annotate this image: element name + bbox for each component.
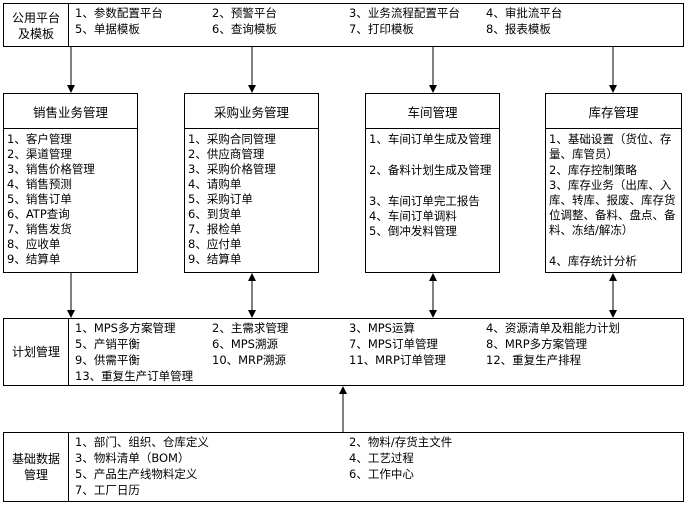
workshop-module-box: 车间管理 1、车间订单生成及管理 2、备料计划生成及管理 3、车间订单完工报告 …: [365, 93, 500, 273]
workshop-module-title: 车间管理: [407, 105, 458, 120]
basic-data-box: 基础数据 管理 1、部门、组织、仓库定义 2、物料/存货主文件 3、物料清单（B…: [3, 432, 684, 502]
planning-item: 8、MRP多方案管理: [486, 337, 588, 351]
basic-data-item: 1、部门、组织、仓库定义: [75, 435, 209, 449]
sales-item: 8、应收单: [7, 237, 61, 251]
purchase-item: 5、采购订单: [188, 192, 253, 206]
basic-data-item: 6、工作中心: [349, 467, 414, 481]
basic-data-divider: [68, 433, 69, 501]
sales-item: 9、结算单: [7, 252, 61, 266]
sales-item: 6、ATP查询: [7, 207, 70, 221]
sales-module-title: 销售业务管理: [32, 105, 108, 120]
sales-item: 7、销售发货: [7, 222, 72, 236]
planning-item: 3、MPS运算: [349, 321, 415, 335]
purchase-item: 1、采购合同管理: [188, 132, 276, 146]
planning-item: 4、资源清单及粗能力计划: [486, 321, 620, 335]
inventory-item: 4、库存统计分析: [549, 254, 637, 268]
sales-module-box: 销售业务管理 1、客户管理 2、渠道管理 3、销售价格管理 4、销售预测 5、销…: [3, 93, 138, 273]
purchase-module-divider: [185, 128, 318, 129]
platform-box: 公用平台 及模板 1、参数配置平台 2、预警平台 3、业务流程配置平台 4、审批…: [3, 3, 684, 47]
planning-item: 9、供需平衡: [75, 353, 140, 367]
planning-item: 7、MPS订单管理: [349, 337, 438, 351]
inventory-item: 2、库存控制策略: [549, 163, 637, 177]
platform-item: 6、查询模板: [212, 22, 277, 36]
workshop-item: 4、车间订单调料: [369, 209, 457, 223]
planning-label: 计划管理: [11, 345, 60, 359]
sales-module-divider: [4, 128, 137, 129]
planning-item: 6、MPS溯源: [212, 337, 278, 351]
inventory-item: 1、基础设置（货位、存量、库管员）: [549, 132, 672, 161]
planning-item: 10、MRP溯源: [212, 353, 286, 367]
planning-divider: [68, 319, 69, 385]
purchase-item: 9、结算单: [188, 252, 242, 266]
workshop-item: 2、备料计划生成及管理: [369, 163, 492, 177]
workshop-module-divider: [366, 128, 499, 129]
inventory-module-title: 库存管理: [588, 105, 639, 120]
sales-item: 5、销售订单: [7, 192, 72, 206]
purchase-item: 6、到货单: [188, 207, 242, 221]
workshop-item: 1、车间订单生成及管理: [369, 132, 492, 146]
purchase-item: 7、报检单: [188, 222, 242, 236]
purchase-module-title: 采购业务管理: [213, 105, 289, 120]
inventory-module-box: 库存管理 1、基础设置（货位、存量、库管员） 2、库存控制策略 3、库存业务（出…: [545, 93, 682, 273]
basic-data-item: 7、工厂日历: [75, 483, 140, 497]
planning-item: 12、重复生产排程: [486, 353, 582, 367]
platform-item: 3、业务流程配置平台: [349, 6, 460, 20]
planning-box: 计划管理 1、MPS多方案管理 2、主需求管理 3、MPS运算 4、资源清单及粗…: [3, 318, 684, 386]
platform-item: 1、参数配置平台: [75, 6, 163, 20]
purchase-module-box: 采购业务管理 1、采购合同管理 2、供应商管理 3、采购价格管理 4、请购单 5…: [184, 93, 319, 273]
purchase-item: 3、采购价格管理: [188, 162, 276, 176]
sales-item: 3、销售价格管理: [7, 162, 95, 176]
basic-data-item: 2、物料/存货主文件: [349, 435, 453, 449]
inventory-item: 3、库存业务（出库、入库、转库、报废、库存货位调整、备料、盘点、备料、冻结/解冻…: [549, 178, 676, 237]
platform-item: 2、预警平台: [212, 6, 277, 20]
purchase-item: 8、应付单: [188, 237, 242, 251]
platform-item: 8、报表模板: [486, 22, 551, 36]
basic-data-item: 5、产品生产线物料定义: [75, 467, 198, 481]
basic-data-item: 3、物料清单（BOM）: [75, 451, 190, 465]
platform-item: 4、审批流平台: [486, 6, 563, 20]
platform-item: 7、打印模板: [349, 22, 414, 36]
purchase-item: 2、供应商管理: [188, 147, 265, 161]
basic-data-item: 4、工艺过程: [349, 451, 414, 465]
platform-item: 5、单据模板: [75, 22, 140, 36]
sales-item: 4、销售预测: [7, 177, 72, 191]
basic-data-label: 基础数据 管理: [11, 452, 60, 482]
platform-divider: [68, 4, 69, 46]
workshop-item: 3、车间订单完工报告: [369, 194, 480, 208]
platform-label: 公用平台 及模板: [11, 11, 60, 41]
planning-item: 2、主需求管理: [212, 321, 289, 335]
planning-item: 1、MPS多方案管理: [75, 321, 176, 335]
sales-item: 2、渠道管理: [7, 147, 72, 161]
inventory-module-divider: [546, 128, 681, 129]
planning-item: 13、重复生产订单管理: [75, 369, 194, 383]
workshop-item: 5、倒冲发料管理: [369, 224, 457, 238]
sales-item: 1、客户管理: [7, 132, 72, 146]
purchase-item: 4、请购单: [188, 177, 242, 191]
planning-item: 5、产销平衡: [75, 337, 140, 351]
planning-item: 11、MRP订单管理: [349, 353, 446, 367]
